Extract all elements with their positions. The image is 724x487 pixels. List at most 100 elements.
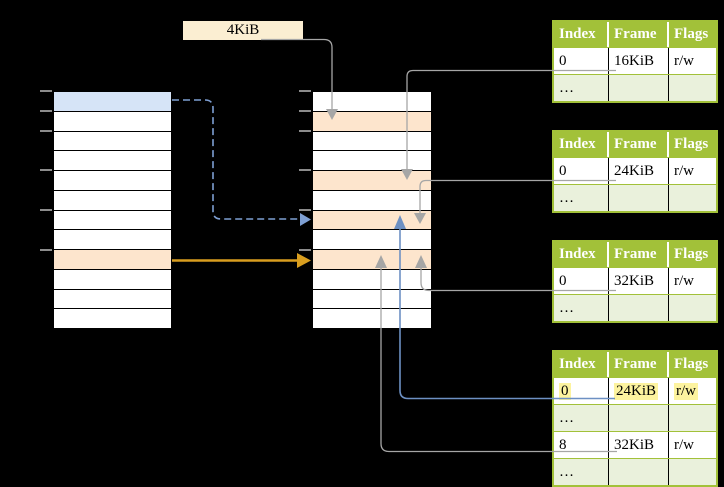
physical-memory-cell [313, 110, 431, 131]
page-table-header-cell: Index [554, 132, 609, 157]
physical-address-tick [299, 249, 311, 251]
physical-memory-cell [313, 229, 431, 249]
physical-memory-column [312, 91, 432, 329]
physical-memory-cell [313, 189, 431, 210]
virtual-memory-cell [54, 268, 171, 289]
virtual-memory-cell [54, 110, 171, 131]
physical-memory-cell [313, 170, 431, 190]
page-table-header-cell: Index [554, 242, 609, 267]
page-table-cell: 32KiB [609, 268, 669, 294]
page-table-header-cell: Frame [609, 22, 669, 47]
page-table-header-cell: Flags [674, 136, 709, 152]
virtual-memory-cell [54, 209, 171, 230]
page-table-header-cell: Frame [609, 132, 669, 157]
virtual-memory-column [53, 91, 172, 329]
physical-memory-cell [313, 209, 431, 230]
virtual-address-tick [40, 130, 52, 132]
page-table-cell: … [554, 295, 609, 321]
physical-address-tick [299, 90, 311, 92]
physical-address-tick [299, 209, 311, 211]
virtual-memory-cell [54, 288, 171, 309]
physical-memory-cell [313, 92, 431, 111]
virtual-memory-cell [54, 189, 171, 210]
physical-address-tick [299, 110, 311, 112]
page-table-cell [669, 459, 716, 485]
page-table-cell: 0 [554, 268, 609, 294]
virtual-memory-cell [54, 249, 171, 269]
arrowhead-virtual-blue-to-frame [300, 213, 311, 226]
virtual-address-tick [40, 90, 52, 92]
page-table-cell: 0 [554, 48, 609, 74]
page-size-label-box: 4KiB [183, 21, 303, 40]
page-table-row: … [554, 404, 716, 431]
highlighted-value: 24KiB [614, 382, 659, 400]
virtual-address-tick [40, 249, 52, 251]
page-table-header-cell: Frame [609, 352, 669, 377]
arrowhead-virtual-orange-to-frame [297, 253, 311, 268]
page-table-row: … [554, 458, 716, 485]
page-table-cell: 32KiB [609, 432, 669, 458]
page-table-cell [609, 295, 669, 321]
page-table-cell [609, 75, 669, 101]
page-table-cell: 0 [554, 158, 609, 184]
virtual-address-tick [40, 209, 52, 211]
physical-memory-cell [313, 308, 431, 328]
page-table-cell: r/w [674, 162, 694, 179]
page-table-row: … [554, 294, 716, 321]
virtual-memory-cell [54, 92, 171, 111]
virtual-memory-cell [54, 308, 171, 328]
virtual-address-tick [40, 110, 52, 112]
page-table-header-cell: Index [554, 22, 609, 47]
virtual-memory-cell [54, 130, 171, 151]
highlighted-value: 0 [559, 382, 571, 400]
page-table-cell: r/w [674, 52, 694, 69]
virtual-memory-cell [54, 150, 171, 170]
page-table-cell [609, 405, 669, 431]
page-table-row: … [554, 74, 716, 101]
page-table-cell [609, 459, 669, 485]
page-table-cell: … [554, 185, 609, 211]
page-size-label: 4KiB [226, 22, 260, 38]
physical-memory-cell [313, 249, 431, 269]
physical-memory-cell [313, 150, 431, 170]
page-table-cell [669, 75, 716, 101]
physical-address-tick [299, 169, 311, 171]
physical-memory-cell [313, 268, 431, 289]
page-table-row: 0 24KiB r/w [554, 377, 716, 404]
page-table-cell: … [554, 75, 609, 101]
page-table-cell: 16KiB [609, 48, 669, 74]
highlighted-value: r/w [674, 382, 698, 400]
page-table-cell: 0 [554, 378, 609, 404]
page-table-cell: 8 [554, 432, 609, 458]
page-table-row: … [554, 184, 716, 211]
page-table-cell: r/w [674, 436, 694, 453]
virtual-memory-cell [54, 229, 171, 249]
physical-memory-cell [313, 130, 431, 151]
physical-address-tick [299, 130, 311, 132]
page-table-cell [669, 295, 716, 321]
arrow-virtual-blue-to-frame [172, 99, 300, 220]
page-table-cell: r/w [669, 378, 716, 404]
page-table-header-cell: Frame [609, 242, 669, 267]
page-table-cell [609, 185, 669, 211]
page-table-header-cell: Flags [674, 26, 709, 42]
virtual-address-tick [40, 169, 52, 171]
page-table-cell: r/w [674, 272, 694, 289]
page-table-header-cell: Flags [674, 356, 709, 372]
page-table-cell: … [554, 459, 609, 485]
page-table-cell: 24KiB [609, 158, 669, 184]
page-table-header-cell: Flags [674, 246, 709, 262]
physical-memory-cell [313, 288, 431, 309]
